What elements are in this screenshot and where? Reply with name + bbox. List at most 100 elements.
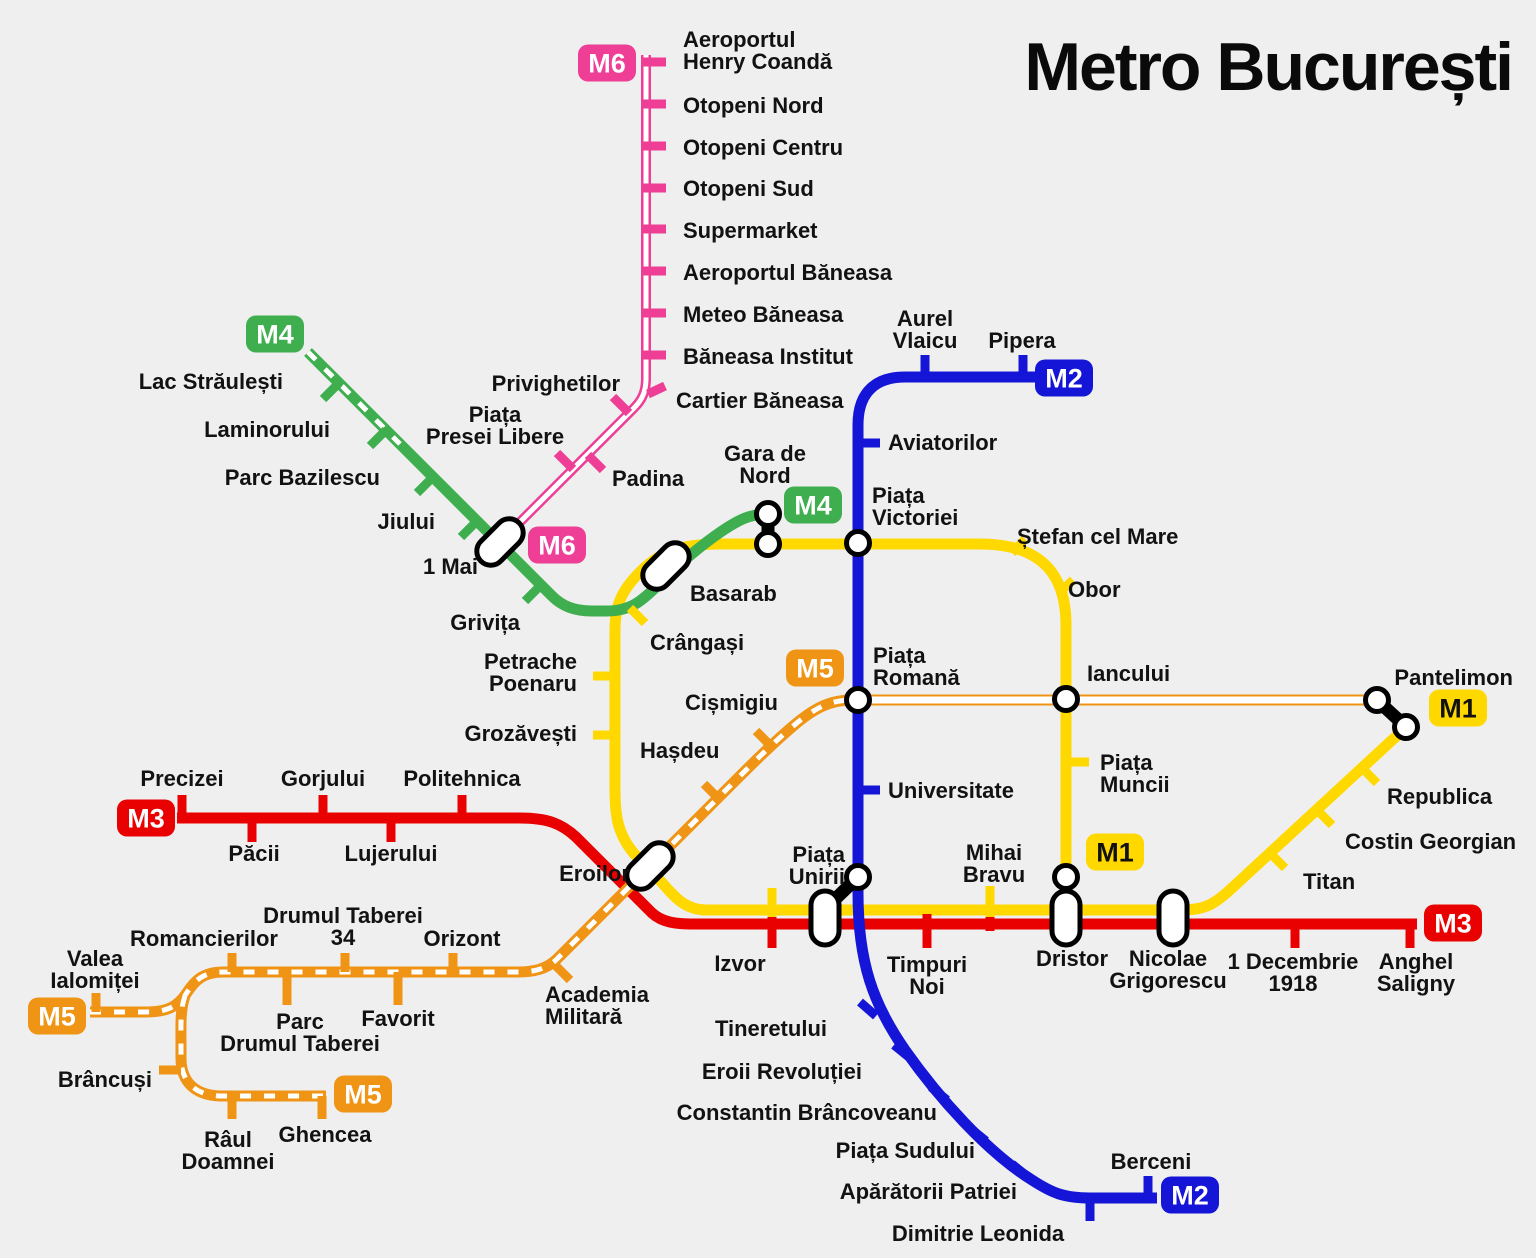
station-label-padina: Padina bbox=[612, 466, 685, 491]
station-tick-titan bbox=[1266, 849, 1289, 872]
badge-m6-1mai-label: M6 bbox=[538, 531, 576, 561]
station-label-aviatorilor: Aviatorilor bbox=[888, 430, 998, 455]
badge-m5-left-label: M5 bbox=[38, 1002, 76, 1032]
station-symbol-gara-de-nord-m4 bbox=[754, 500, 782, 528]
station-label-titan: Titan bbox=[1303, 869, 1355, 894]
badge-m1-pantelimon-label: M1 bbox=[1439, 694, 1477, 724]
station-tick-lac-straulesti bbox=[319, 379, 343, 403]
station-symbol-piata-unirii-m2 bbox=[844, 863, 872, 891]
station-label-basarab: Basarab bbox=[690, 581, 777, 606]
station-tick-constantin-brancoveanu bbox=[928, 1083, 950, 1104]
badge-m3-left-label: M3 bbox=[127, 804, 165, 834]
station-symbol-basarab bbox=[640, 540, 692, 592]
station-label-favorit: Favorit bbox=[361, 1006, 435, 1031]
station-label-grivita: Grivița bbox=[450, 610, 520, 635]
badge-m2-top-label: M2 bbox=[1045, 364, 1083, 394]
badge-m5-ghencea-label: M5 bbox=[344, 1080, 382, 1110]
station-label-aeroportul-baneasa: Aeroportul Băneasa bbox=[683, 260, 893, 285]
station-label-brancusi: Brâncuși bbox=[58, 1067, 152, 1092]
badge-m4-gara bbox=[784, 486, 842, 524]
station-label-romancierilor: Romancierilor bbox=[130, 926, 278, 951]
station-tick-academia-militara bbox=[552, 962, 574, 984]
station-label-eroii-revolutiei: Eroii Revoluției bbox=[702, 1059, 862, 1084]
station-label-iancului: Iancului bbox=[1087, 661, 1170, 686]
station-symbol-piata-unirii bbox=[808, 888, 842, 948]
station-label-laminorului: Laminorului bbox=[204, 417, 330, 442]
station-label-privighetilor: Privighetilor bbox=[492, 371, 621, 396]
station-label-otopeni-sud: Otopeni Sud bbox=[683, 176, 814, 201]
station-label-politehnica: Politehnica bbox=[403, 766, 521, 791]
station-label-izvor: Izvor bbox=[714, 951, 766, 976]
station-symbol-pantelimon-m5 bbox=[1363, 686, 1391, 714]
station-label-costin-georgian: Costin Georgian bbox=[1345, 829, 1516, 854]
station-label-grozavesti: Grozăvești bbox=[465, 721, 578, 746]
badge-m6-top bbox=[578, 44, 636, 82]
station-label-unu-mai: 1 Mai bbox=[423, 554, 478, 579]
station-label-republica: Republica bbox=[1387, 784, 1493, 809]
line-m3-line bbox=[177, 812, 1417, 930]
station-label-pacii: Păcii bbox=[228, 841, 279, 866]
station-tick-grivita bbox=[521, 581, 545, 605]
station-symbol-dristor-m1 bbox=[1052, 863, 1080, 891]
station-label-gorjului: Gorjului bbox=[281, 766, 365, 791]
line-m5-branch bbox=[175, 994, 326, 1102]
station-label-precizei: Precizei bbox=[140, 766, 223, 791]
badge-m4-top bbox=[246, 315, 304, 353]
station-label-dimitrie-leonida: Dimitrie Leonida bbox=[892, 1221, 1065, 1246]
station-tick-piata-sudului bbox=[967, 1124, 989, 1145]
station-symbol-pantelimon-m1 bbox=[1392, 713, 1420, 741]
badge-m5-cismigiu bbox=[786, 649, 844, 687]
line-m6-line-core bbox=[515, 55, 649, 527]
station-label-ghencea: Ghencea bbox=[279, 1122, 373, 1147]
badge-m6-top-label: M6 bbox=[588, 49, 626, 79]
station-label-pantelimon: Pantelimon bbox=[1394, 665, 1513, 690]
station-tick-padina bbox=[584, 451, 607, 474]
station-label-pipera: Pipera bbox=[988, 328, 1056, 353]
station-symbol-piata-romana bbox=[844, 686, 872, 714]
station-tick-hasdeu bbox=[700, 780, 722, 802]
station-label-otopeni-centru: Otopeni Centru bbox=[683, 135, 843, 160]
badge-m5-left bbox=[28, 997, 86, 1035]
station-label-berceni: Berceni bbox=[1111, 1149, 1192, 1174]
badge-m3-right-label: M3 bbox=[1434, 909, 1472, 939]
station-tick-crangasi bbox=[626, 604, 649, 627]
badge-m2-bottom-label: M2 bbox=[1171, 1181, 1209, 1211]
line-m1-line bbox=[609, 538, 1410, 916]
station-label-dristor: Dristor bbox=[1036, 946, 1109, 971]
station-label-stefan-cel-mare: Ștefan cel Mare bbox=[1017, 524, 1178, 549]
station-label-baneasa-institut: Băneasa Institut bbox=[683, 344, 854, 369]
badge-m1-dristor bbox=[1086, 833, 1144, 871]
line-m2-line bbox=[852, 371, 1157, 1204]
station-label-lac-straulesti: Lac Străulești bbox=[139, 369, 283, 394]
station-tick-cismigiu bbox=[752, 727, 774, 749]
station-symbol-piata-victoriei bbox=[844, 529, 872, 557]
station-tick-stefan-cel-mare bbox=[1008, 535, 1029, 557]
station-label-otopeni-nord: Otopeni Nord bbox=[683, 93, 824, 118]
station-tick-aparatorii-patriei bbox=[1009, 1160, 1031, 1181]
badge-m5-ghencea bbox=[334, 1075, 392, 1113]
station-tick-privighetilor bbox=[609, 393, 633, 417]
badge-m4-gara-label: M4 bbox=[794, 491, 832, 521]
station-label-supermarket: Supermarket bbox=[683, 218, 818, 243]
map-title: Metro București bbox=[1024, 29, 1512, 106]
badge-m1-dristor-label: M1 bbox=[1096, 838, 1134, 868]
badge-m4-top-label: M4 bbox=[256, 320, 294, 350]
station-label-piata-sudului: Piața Sudului bbox=[836, 1138, 975, 1163]
station-tick-republica bbox=[1358, 764, 1381, 787]
station-label-obor: Obor bbox=[1068, 577, 1121, 602]
station-tick-obor bbox=[1055, 576, 1077, 597]
